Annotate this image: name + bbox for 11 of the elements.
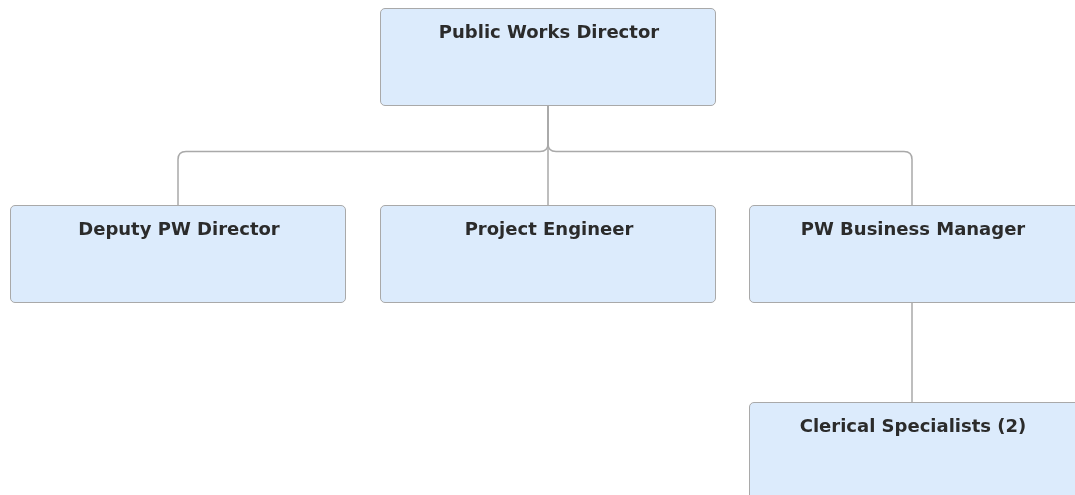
connector-line [911, 302, 913, 403]
org-chart-box [380, 205, 716, 303]
org-chart-box [10, 205, 346, 303]
role-title: Public Works Director [437, 21, 661, 42]
org-chart-box [749, 402, 1075, 495]
role-title: Project Engineer [463, 218, 635, 239]
role-title: PW Business Manager [799, 218, 1027, 239]
org-chart-box [749, 205, 1075, 303]
org-chart-box [380, 8, 716, 106]
role-title: Deputy PW Director [77, 218, 281, 239]
role-title: Clerical Specialists (2) [798, 415, 1028, 436]
